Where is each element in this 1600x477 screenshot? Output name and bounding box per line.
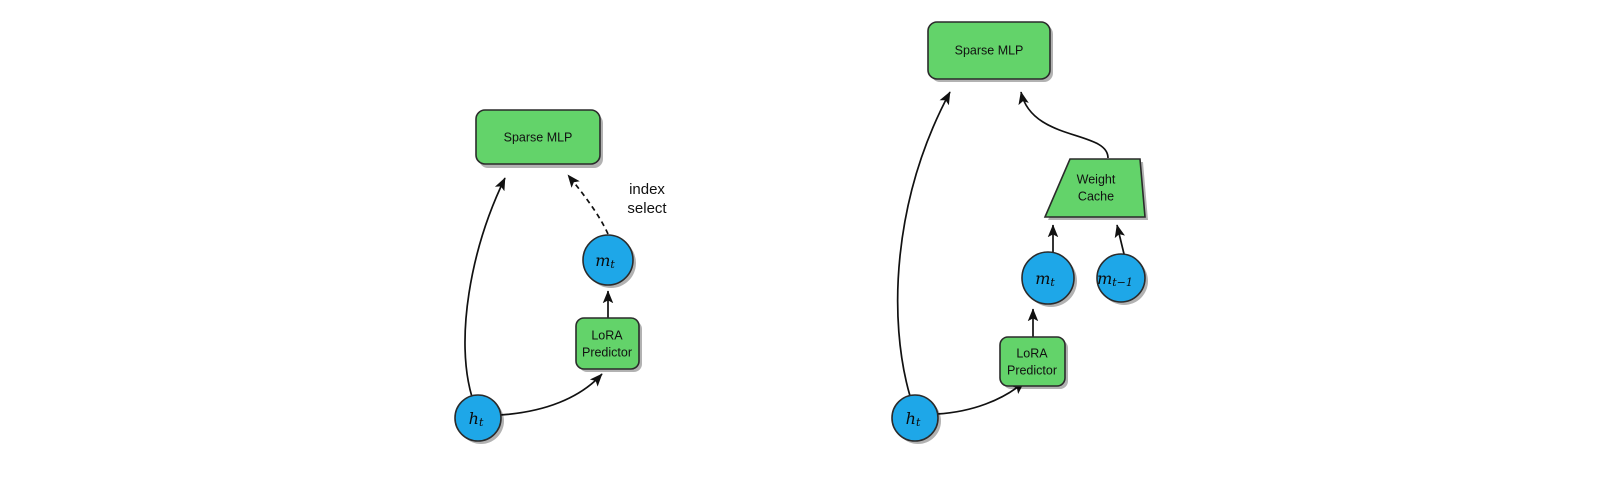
- sparse-mlp-label-right: Sparse MLP: [955, 43, 1024, 57]
- index-select-line2: select: [627, 200, 667, 217]
- mt-label: mt: [595, 251, 615, 272]
- lora-predictor-label-line2: Predictor: [582, 345, 632, 359]
- lora-predictor-label-line1-right: LoRA: [1016, 346, 1048, 360]
- node-sparse-mlp-right[interactable]: Sparse MLP: [927, 21, 1053, 82]
- edge-ht-to-lora-predictor-right: [936, 381, 1025, 415]
- lora-predictor-label-line1: LoRA: [591, 328, 623, 342]
- mt-minus-1-label: mt−1: [1097, 269, 1133, 290]
- ht-body-right: [891, 394, 939, 442]
- node-lora-predictor-right[interactable]: LoRA Predictor: [999, 336, 1068, 389]
- edge-mt-minus-1-to-weight-cache: [1114, 224, 1125, 255]
- ht-body: [454, 394, 502, 442]
- left-panel: Sparse MLP mt LoRA Predictor ht: [454, 109, 667, 444]
- right-panel: Sparse MLP Weight Cache mt mt−1: [891, 21, 1148, 444]
- mt-body: [582, 234, 634, 286]
- lora-predictor-body: [575, 317, 640, 370]
- node-sparse-mlp-left[interactable]: Sparse MLP: [475, 109, 603, 168]
- index-select-line1: index: [629, 181, 665, 198]
- edge-ht-to-lora-predictor: [499, 373, 603, 416]
- node-lora-predictor-left[interactable]: LoRA Predictor: [575, 317, 642, 372]
- mt-body-right: [1021, 251, 1075, 305]
- lora-predictor-label-line2-right: Predictor: [1007, 363, 1057, 377]
- node-weight-cache[interactable]: Weight Cache: [1043, 158, 1148, 220]
- mt-label-right: mt: [1035, 269, 1055, 290]
- edge-ht-to-sparse-mlp-right: [896, 91, 951, 397]
- ht-label: ht: [469, 409, 484, 430]
- node-ht-left[interactable]: ht: [454, 394, 504, 444]
- edge-mt-to-sparse-mlp-dashed: [567, 174, 609, 235]
- weight-cache-label-line1: Weight: [1077, 172, 1116, 186]
- sparse-mlp-body: [475, 109, 601, 165]
- edge-ht-to-sparse-mlp: [464, 177, 506, 398]
- sparse-mlp-body-right: [927, 21, 1051, 80]
- lora-predictor-body-right: [999, 336, 1066, 387]
- edge-weight-cache-to-sparse-mlp: [1018, 91, 1109, 159]
- node-mt-minus-1[interactable]: mt−1: [1096, 253, 1148, 305]
- node-ht-right[interactable]: ht: [891, 394, 941, 444]
- node-mt-left[interactable]: mt: [582, 234, 636, 288]
- annotation-index-select: index select: [627, 181, 667, 217]
- sparse-mlp-label: Sparse MLP: [504, 130, 573, 144]
- node-mt-right[interactable]: mt: [1021, 251, 1077, 307]
- weight-cache-body: [1043, 158, 1146, 218]
- weight-cache-label-line2: Cache: [1078, 189, 1114, 203]
- mt-minus-1-body: [1096, 253, 1146, 303]
- ht-label-right: ht: [906, 409, 921, 430]
